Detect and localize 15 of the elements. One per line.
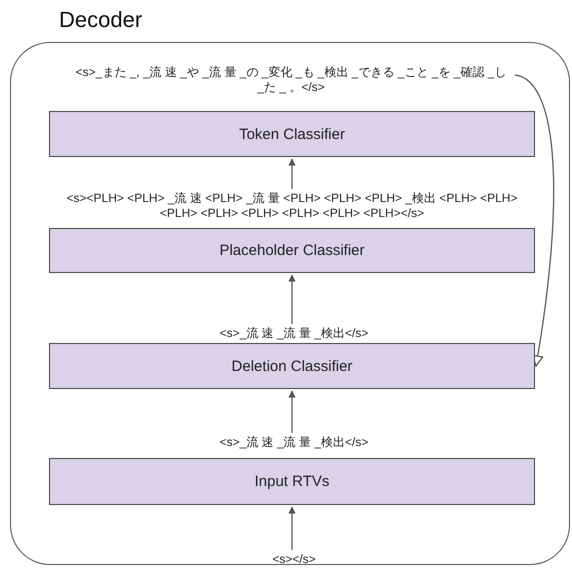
classifier-box: Placeholder Classifier <box>49 228 535 273</box>
token-sequence: <s>_また _, _流 速 _や _流 量 _の _変化 _も _検出 _できる _こと _を _確認 _し _た _ 。</s> <box>71 65 511 95</box>
decoder-title: Decoder <box>59 7 142 33</box>
classifier-box: Token Classifier <box>49 111 535 157</box>
arrow <box>514 74 554 367</box>
token-sequence: <s>_流 速 _流 量 _検出</s> <box>151 326 437 341</box>
arrow <box>288 390 296 433</box>
arrow <box>288 506 296 550</box>
classifier-box: Deletion Classifier <box>49 343 535 389</box>
classifier-box: Input RTVs <box>49 458 535 505</box>
token-sequence: <s>_流 速 _流 量 _検出</s> <box>151 435 437 450</box>
arrow <box>288 274 296 324</box>
arrow <box>288 158 296 189</box>
token-sequence: <s></s> <box>231 552 357 567</box>
token-sequence: <s><PLH> <PLH> _流 速 <PLH> _流 量 <PLH> <PLH> <PLH> _検出 <PLH> <PLH> <PLH> <PLH> <PLH> <PLH> <PLH> <PLH></s> <box>61 191 523 221</box>
